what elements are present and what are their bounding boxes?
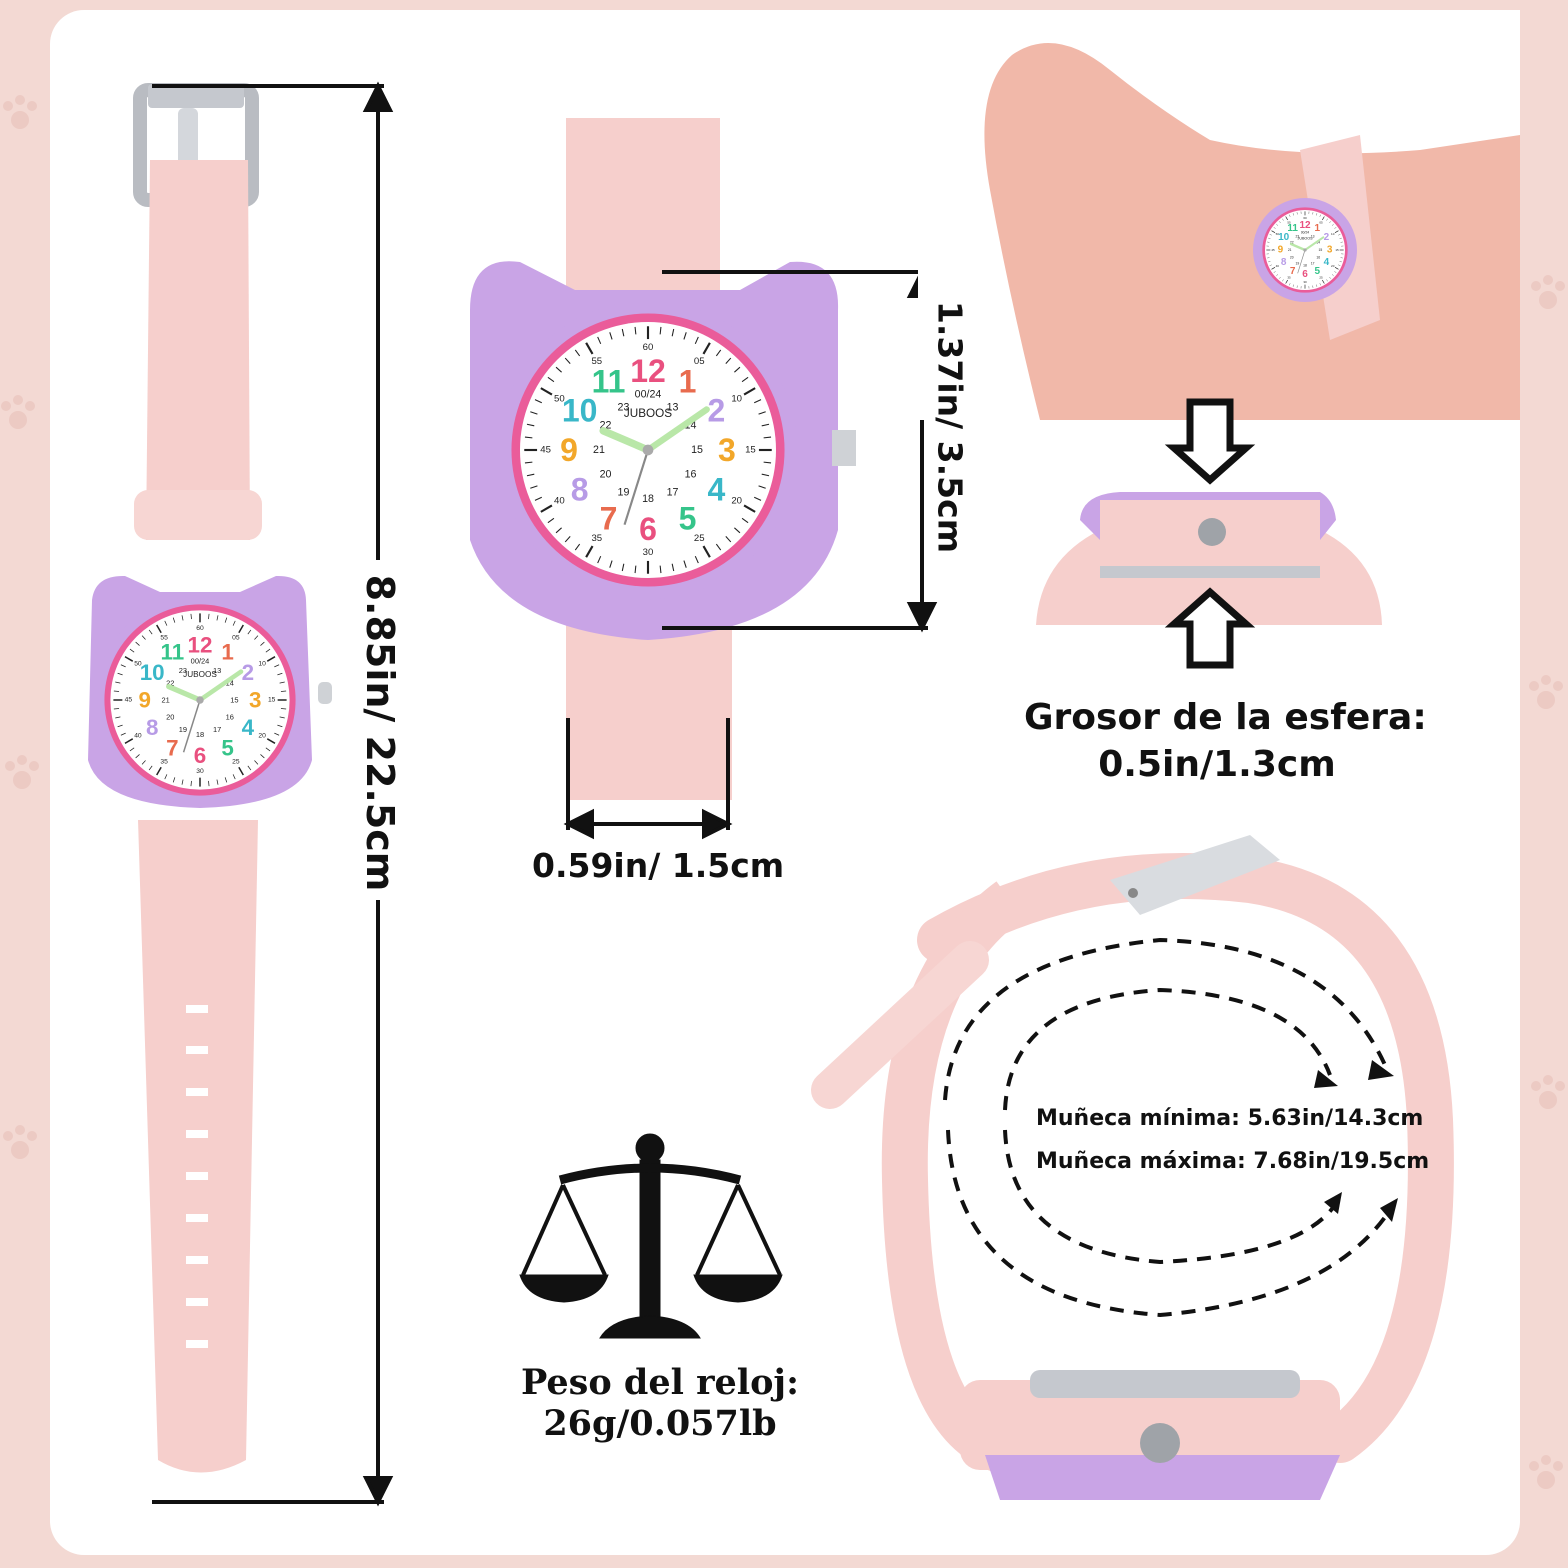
thickness-side-view (1036, 398, 1382, 669)
wrist-max-label: Muñeca máxima: 7.68in/19.5cm (1036, 1149, 1430, 1174)
wrist-photo (918, 10, 1520, 420)
weight-value: 26g/0.057lb (543, 1403, 777, 1444)
strap-width-line (563, 718, 733, 840)
length-label: 8.85in/ 22.5cm (358, 566, 402, 900)
weight-title: Peso del reloj: (520, 1362, 800, 1403)
full-watch (88, 83, 332, 1473)
dial-closeup (470, 118, 856, 800)
length-dimension-line (152, 81, 394, 1507)
wrist-min-label: Muñeca mínima: 5.63in/14.3cm (1036, 1106, 1424, 1131)
strap-width-label: 0.59in/ 1.5cm (532, 846, 785, 885)
wrap-strap-diagram (811, 835, 1454, 1500)
scale-icon (519, 1133, 783, 1339)
diameter-label: 1.37in/ 3.5cm (930, 300, 970, 554)
thickness-title: Grosor de la esfera: (1024, 697, 1427, 738)
thickness-value: 0.5in/1.3cm (1098, 744, 1336, 785)
